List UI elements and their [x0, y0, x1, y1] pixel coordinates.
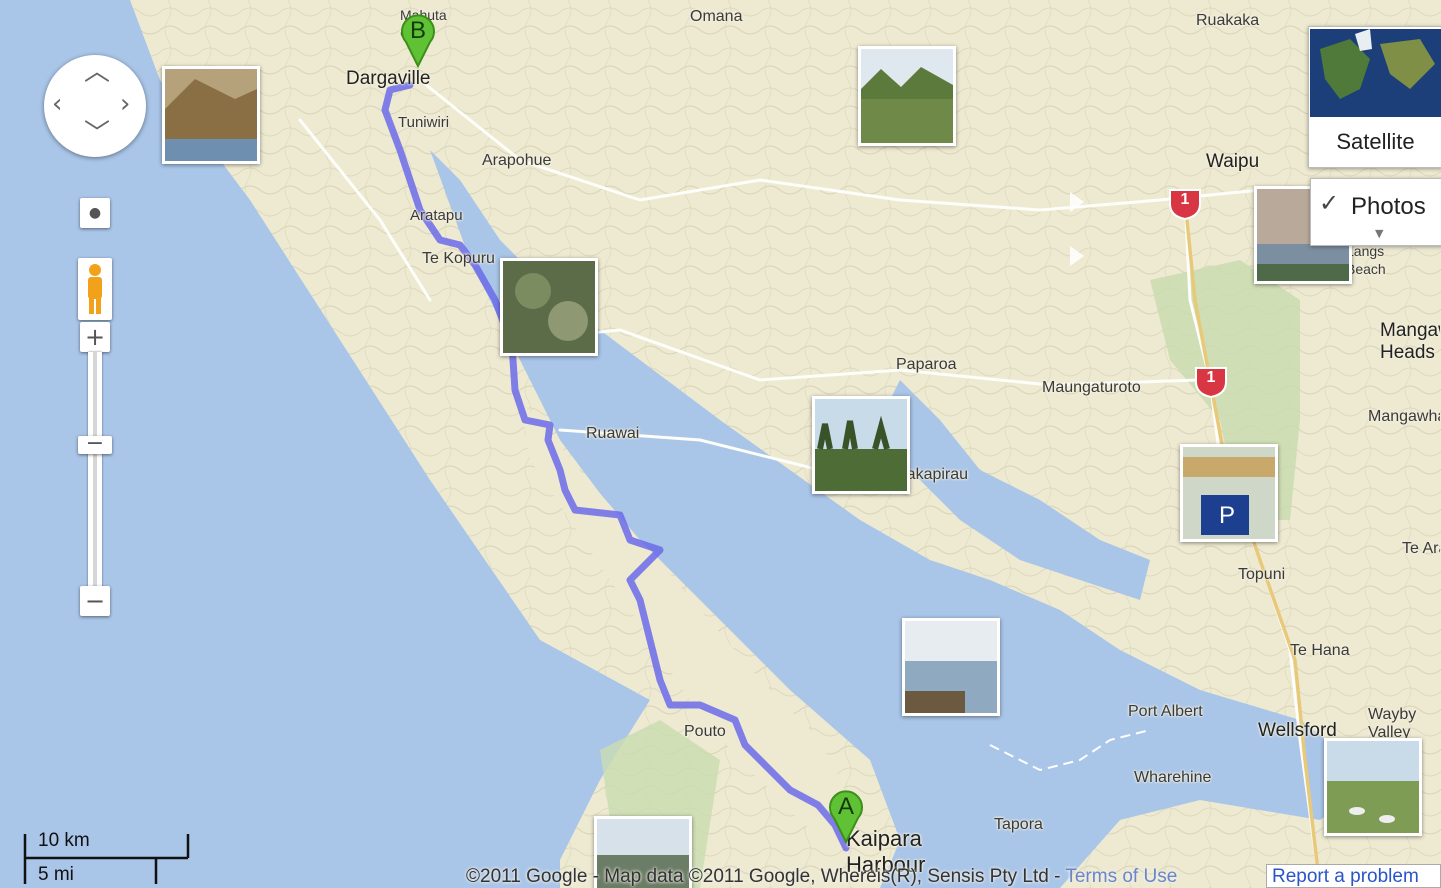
- photo-thumbnail[interactable]: P: [1180, 444, 1278, 542]
- photo-thumbnail[interactable]: [162, 66, 260, 164]
- place-wharehine: Wharehine: [1134, 769, 1212, 786]
- photo-thumbnail[interactable]: [1324, 738, 1422, 836]
- destination-marker[interactable]: B: [398, 12, 438, 69]
- zoom-in-button[interactable]: +: [80, 322, 110, 352]
- place-aratapu: Aratapu: [410, 207, 463, 224]
- pan-down-icon[interactable]: ﹀: [84, 119, 111, 149]
- place-ruakaka: Ruakaka: [1196, 12, 1260, 29]
- scale-bar: 10 km 5 mi: [22, 830, 202, 888]
- check-icon: ✓: [1319, 189, 1340, 217]
- pan-up-icon[interactable]: ︿: [84, 57, 111, 87]
- photo-thumbnail[interactable]: [594, 816, 692, 888]
- plus-icon: +: [84, 323, 106, 351]
- play-icon[interactable]: [1070, 246, 1084, 266]
- pegman-icon[interactable]: [78, 258, 112, 320]
- zoom-out-button[interactable]: −: [80, 586, 110, 616]
- place-mangawhai-heads: Mangawhai Heads: [1380, 320, 1440, 363]
- place-tapora: Tapora: [994, 816, 1043, 833]
- zoom-slider-handle[interactable]: −: [78, 433, 112, 455]
- place-wellsford: Wellsford: [1258, 720, 1337, 741]
- photos-toggle[interactable]: ✓ Photos ▼: [1310, 178, 1441, 246]
- place-ruawai: Ruawai: [586, 425, 640, 442]
- reset-view-button[interactable]: ●: [80, 198, 110, 228]
- dropdown-arrow-icon[interactable]: ▼: [1375, 227, 1384, 240]
- photo-thumbnail[interactable]: [858, 46, 956, 146]
- place-topuni: Topuni: [1238, 566, 1286, 583]
- place-mangawhai: Mangawhai: [1368, 408, 1440, 425]
- photos-label: Photos: [1351, 193, 1426, 220]
- minus-icon: −: [84, 587, 106, 615]
- report-problem-link[interactable]: Report a problem: [1266, 864, 1441, 888]
- place-wayby-valley: Wayby Valley: [1368, 706, 1417, 741]
- pan-right-icon[interactable]: ›: [120, 89, 131, 119]
- place-arapohue: Arapohue: [482, 152, 552, 169]
- place-dargaville: Dargaville: [346, 68, 431, 89]
- satellite-label: Satellite: [1336, 129, 1415, 154]
- photo-thumbnail[interactable]: [902, 618, 1000, 716]
- place-te-kopuru: Te Kopuru: [422, 250, 495, 267]
- zoom-slider-track[interactable]: [88, 352, 102, 592]
- scale-imperial: 5 mi: [38, 864, 74, 885]
- place-kakapirau: Kakapirau: [896, 466, 969, 483]
- photo-thumbnail[interactable]: [812, 396, 910, 494]
- satellite-button[interactable]: Satellite: [1308, 26, 1441, 168]
- place-langs-beach: Langs Beach: [1346, 243, 1386, 277]
- place-maungaturoto: Maungaturoto: [1042, 379, 1141, 396]
- pan-left-icon[interactable]: ‹: [52, 89, 63, 119]
- place-te-arai: Te Arai: [1402, 540, 1440, 557]
- photo-thumbnail[interactable]: [500, 258, 598, 356]
- place-pouto: Pouto: [684, 723, 726, 740]
- place-port-albert: Port Albert: [1128, 703, 1203, 720]
- highway-shield: 1: [1194, 364, 1228, 399]
- place-paparoa: Paparoa: [896, 356, 957, 373]
- route-line: [381, 81, 850, 852]
- highway-shield: 1: [1168, 186, 1202, 221]
- terms-link[interactable]: Terms of Use: [1065, 866, 1178, 887]
- pan-control[interactable]: ︿ ﹀ ‹ ›: [44, 55, 146, 157]
- place-waipu: Waipu: [1206, 151, 1260, 172]
- place-kaipara-harbour: Kaipara Harbour: [846, 826, 926, 877]
- origin-marker[interactable]: A: [826, 788, 866, 845]
- place-te-hana: Te Hana: [1290, 642, 1350, 659]
- satellite-thumbnail: [1310, 29, 1441, 117]
- place-omana: Omana: [690, 8, 743, 25]
- play-icon[interactable]: [1070, 192, 1084, 212]
- copyright-text: ©2011 Google - Map data ©2011 Google, Wh…: [466, 866, 1178, 887]
- place-tuniwiri: Tuniwiri: [398, 114, 450, 131]
- svg-text:P: P: [1219, 502, 1235, 529]
- scale-metric: 10 km: [38, 830, 90, 851]
